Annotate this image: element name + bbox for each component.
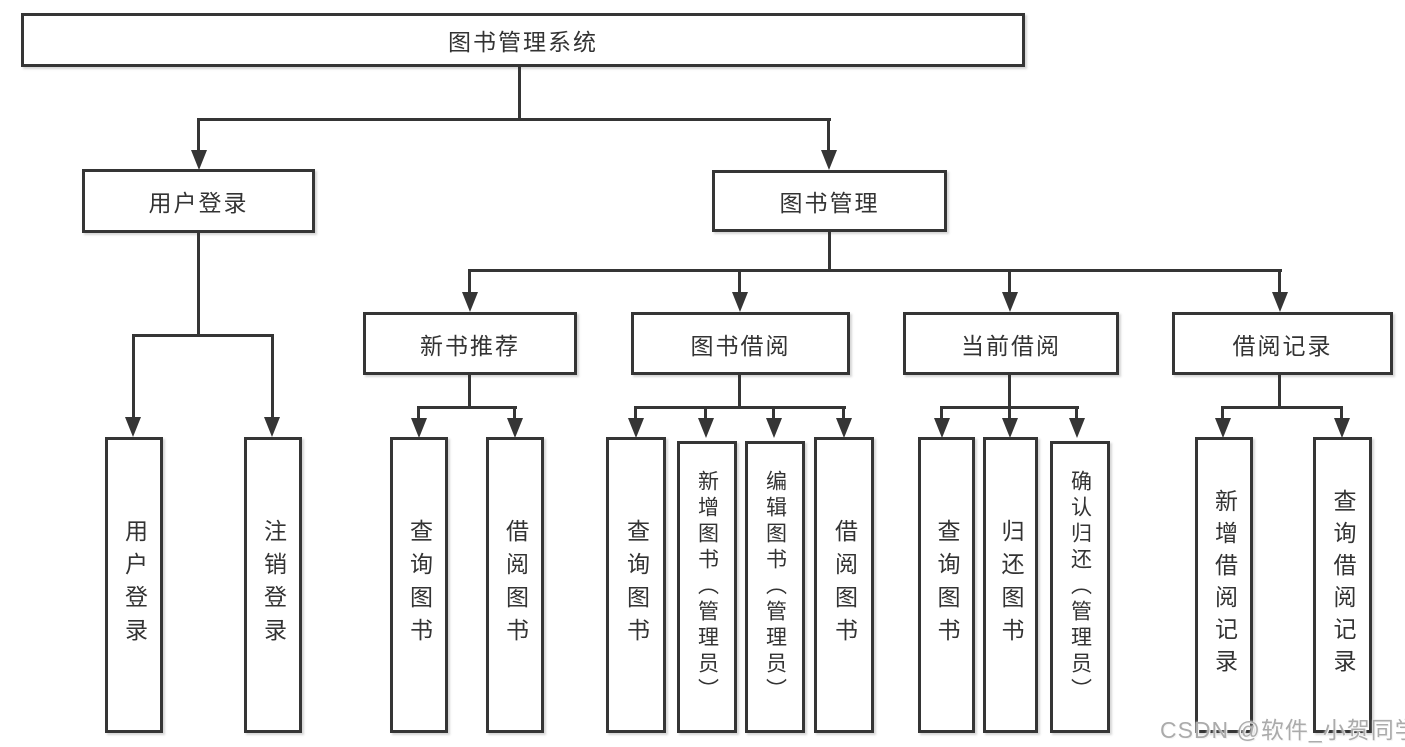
leaf-query-books-1: 查询图书 bbox=[390, 437, 448, 733]
node-label: 图书管理 bbox=[779, 190, 880, 216]
connector-level2-rail bbox=[197, 118, 831, 121]
arrow-down-icon bbox=[821, 150, 837, 170]
connector-borrowing-records-stem bbox=[1278, 375, 1281, 408]
node-book-management: 图书管理 bbox=[712, 170, 947, 232]
connector-to-book-management bbox=[827, 118, 830, 150]
node-root-system: 图书管理系统 bbox=[21, 13, 1025, 67]
arrow-down-icon bbox=[191, 150, 207, 170]
node-label: 查询借阅记录 bbox=[1330, 489, 1356, 681]
node-label: 编辑图书（管理员） bbox=[763, 470, 787, 704]
csdn-watermark: CSDN @软件_小贺同学 bbox=[1160, 717, 1405, 743]
connector-drop bbox=[704, 406, 707, 419]
leaf-edit-book-admin: 编辑图书（管理员） bbox=[745, 441, 805, 733]
connector-drop bbox=[417, 406, 420, 419]
node-label: 借阅图书 bbox=[831, 519, 858, 651]
leaf-query-books-2: 查询图书 bbox=[606, 437, 666, 733]
connector-user-login-rail bbox=[132, 334, 274, 337]
arrow-down-icon bbox=[507, 418, 523, 438]
connector-to-borrowing-records bbox=[1278, 269, 1281, 295]
connector-drop bbox=[772, 406, 775, 419]
arrow-down-icon bbox=[1069, 418, 1085, 438]
connector-level3-rail bbox=[468, 269, 1282, 272]
connector-current-borrowing-stem bbox=[1008, 375, 1011, 408]
arrow-down-icon bbox=[732, 292, 748, 312]
leaf-borrow-books-1: 借阅图书 bbox=[486, 437, 544, 733]
leaf-user-login: 用户登录 bbox=[105, 437, 163, 733]
connector-drop bbox=[1075, 406, 1078, 419]
connector-borrowing-records-rail bbox=[1221, 406, 1343, 409]
node-label: 用户登录 bbox=[148, 190, 249, 216]
connector-new-book-stem bbox=[468, 375, 471, 408]
connector-book-borrowing-stem bbox=[738, 375, 741, 408]
arrow-down-icon bbox=[766, 418, 782, 438]
node-label: 查询图书 bbox=[623, 519, 650, 651]
leaf-confirm-return-admin: 确认归还（管理员） bbox=[1050, 441, 1110, 733]
node-label: 确认归还（管理员） bbox=[1068, 470, 1092, 704]
node-label: 查询图书 bbox=[406, 519, 433, 651]
arrow-down-icon bbox=[125, 417, 141, 437]
connector-book-mgmt-stem bbox=[828, 232, 831, 272]
connector-root-stem bbox=[518, 67, 521, 120]
node-label: 当前借阅 bbox=[961, 332, 1061, 359]
leaf-borrow-books-2: 借阅图书 bbox=[814, 437, 874, 733]
leaf-add-borrow-record: 新增借阅记录 bbox=[1195, 437, 1253, 733]
arrow-down-icon bbox=[462, 292, 478, 312]
node-current-borrowing: 当前借阅 bbox=[903, 312, 1119, 375]
arrow-down-icon bbox=[1215, 418, 1231, 438]
node-label: 图书管理系统 bbox=[448, 29, 598, 55]
leaf-return-book: 归还图书 bbox=[983, 437, 1038, 733]
arrow-down-icon bbox=[628, 418, 644, 438]
arrow-down-icon bbox=[264, 417, 280, 437]
connector-drop bbox=[634, 406, 637, 419]
leaf-logout: 注销登录 bbox=[244, 437, 302, 733]
connector-drop bbox=[513, 406, 516, 419]
connector-user-login-stem bbox=[197, 233, 200, 336]
leaf-add-book-admin: 新增图书（管理员） bbox=[677, 441, 737, 733]
connector-drop bbox=[1221, 406, 1224, 419]
arrow-down-icon bbox=[698, 418, 714, 438]
connector-to-new-book bbox=[468, 269, 471, 295]
connector-new-book-rail bbox=[417, 406, 517, 409]
connector-book-borrowing-rail bbox=[634, 406, 846, 409]
arrow-down-icon bbox=[411, 418, 427, 438]
connector-drop bbox=[1008, 406, 1011, 419]
leaf-query-books-3: 查询图书 bbox=[918, 437, 975, 733]
connector-to-leaf-logout bbox=[271, 334, 274, 417]
connector-to-leaf-user-login bbox=[132, 334, 135, 417]
connector-to-book-borrowing bbox=[738, 269, 741, 295]
node-label: 用户登录 bbox=[121, 519, 148, 651]
node-label: 注销登录 bbox=[260, 519, 287, 651]
connector-to-user-login bbox=[197, 118, 200, 150]
node-borrowing-records: 借阅记录 bbox=[1172, 312, 1393, 375]
node-label: 借阅记录 bbox=[1232, 332, 1333, 359]
node-label: 图书借阅 bbox=[690, 332, 791, 359]
node-label: 新增借阅记录 bbox=[1211, 489, 1238, 681]
node-label: 新书推荐 bbox=[420, 332, 520, 359]
arrow-down-icon bbox=[836, 418, 852, 438]
node-new-book-recommend: 新书推荐 bbox=[363, 312, 577, 375]
arrow-down-icon bbox=[1002, 292, 1018, 312]
node-user-login: 用户登录 bbox=[82, 169, 315, 233]
node-book-borrowing: 图书借阅 bbox=[631, 312, 850, 375]
arrow-down-icon bbox=[1272, 292, 1288, 312]
connector-drop bbox=[842, 406, 845, 419]
leaf-query-borrow-record: 查询借阅记录 bbox=[1313, 437, 1372, 733]
arrow-down-icon bbox=[1334, 418, 1350, 438]
node-label: 新增图书（管理员） bbox=[695, 470, 719, 704]
node-label: 借阅图书 bbox=[502, 519, 529, 651]
connector-to-current-borrowing bbox=[1008, 269, 1011, 295]
node-label: 查询图书 bbox=[934, 519, 960, 651]
connector-drop bbox=[940, 406, 943, 419]
node-label: 归还图书 bbox=[998, 519, 1024, 651]
connector-drop bbox=[1340, 406, 1343, 419]
arrow-down-icon bbox=[934, 418, 950, 438]
arrow-down-icon bbox=[1002, 418, 1018, 438]
